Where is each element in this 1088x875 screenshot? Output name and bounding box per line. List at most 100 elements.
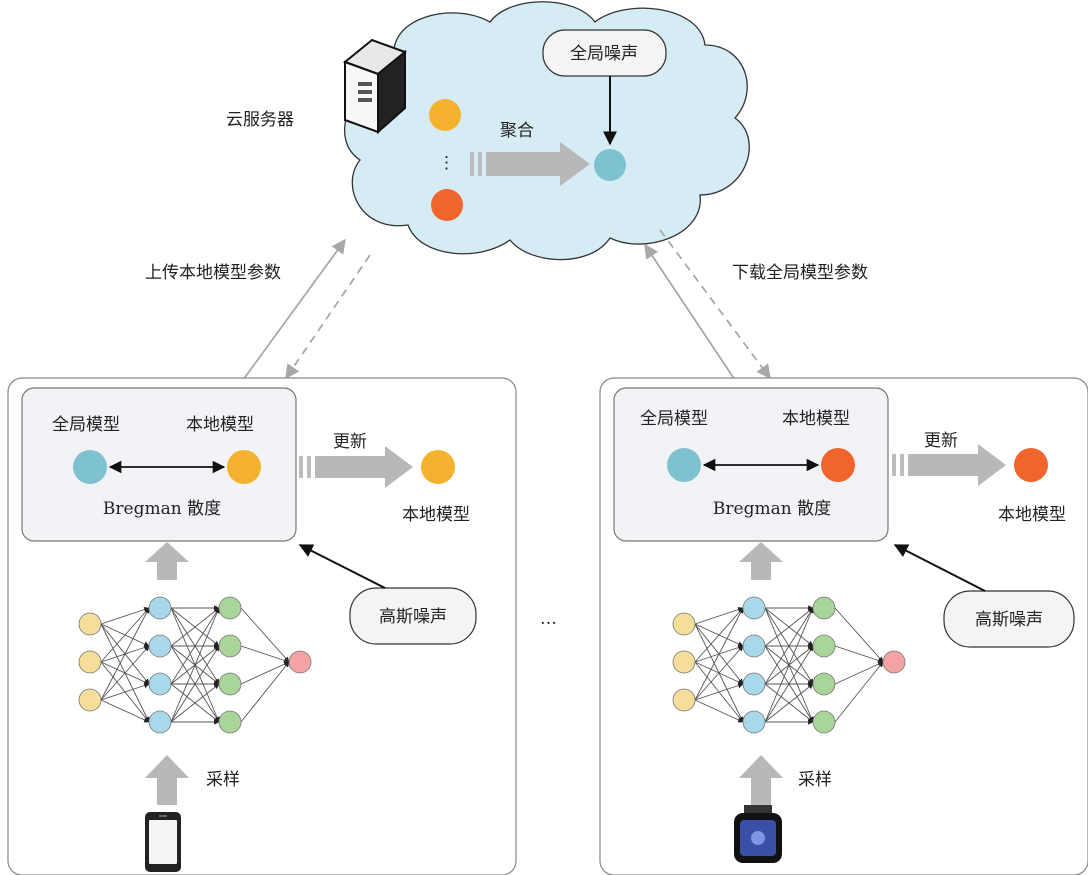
nn-connection xyxy=(100,607,150,701)
nn-hidden1-neuron xyxy=(742,634,766,658)
sampling-arrow xyxy=(145,755,189,805)
nn-hidden1-neuron xyxy=(148,596,172,620)
cloud-server-label: 云服务器 xyxy=(226,110,294,130)
nn-connection xyxy=(694,607,744,701)
client-panel-a: 全局模型 本地模型 Bregman 散度 更新 本地模型 高斯噪声 采样 xyxy=(7,377,517,875)
gaussian-noise-label: 高斯噪声 xyxy=(975,610,1043,630)
between-clients-ellipsis: … xyxy=(540,609,557,629)
updated-local-model-label: 本地模型 xyxy=(998,505,1066,525)
global-noise-label: 全局噪声 xyxy=(570,44,638,64)
cloud-local-model-node-b xyxy=(431,189,463,221)
sampling-label: 采样 xyxy=(206,770,240,790)
upload-label: 上传本地模型参数 xyxy=(145,263,281,283)
cloud-local-model-node-a xyxy=(429,99,461,131)
sampling-label: 采样 xyxy=(798,770,832,790)
cloud-global-model-node xyxy=(594,149,626,181)
gaussian-noise-bubble xyxy=(349,587,477,645)
nn-input-neuron xyxy=(78,650,102,674)
updated-local-model-node xyxy=(1014,448,1048,482)
nn-connection xyxy=(764,645,814,723)
nn-hidden1-neuron xyxy=(148,710,172,734)
sampling-arrow xyxy=(739,755,783,805)
nn-connection xyxy=(240,661,290,685)
update-label: 更新 xyxy=(924,431,958,451)
global-model-label: 全局模型 xyxy=(640,409,708,429)
nn-connection xyxy=(100,682,150,701)
nn-connection xyxy=(764,683,814,723)
cloud-ellipsis: ⋮ xyxy=(438,153,455,173)
nn-connection xyxy=(240,661,290,723)
nn-connection xyxy=(764,607,814,723)
nn-input-neuron xyxy=(672,612,696,636)
download-arrows xyxy=(644,229,771,381)
nn-connection xyxy=(170,607,220,685)
nn-input-neuron xyxy=(672,650,696,674)
local-model-node xyxy=(227,450,261,484)
update-label: 更新 xyxy=(333,432,367,452)
nn-connection xyxy=(170,683,220,723)
nn-hidden2-neuron xyxy=(218,672,242,696)
nn-hidden2-neuron xyxy=(812,672,836,696)
nn-connection xyxy=(100,699,150,723)
nn-hidden2-neuron xyxy=(812,710,836,734)
upload-arrows xyxy=(242,238,371,381)
update-arrow xyxy=(892,444,1006,486)
nn-connection xyxy=(240,607,290,663)
nn-connection xyxy=(834,645,884,664)
updated-local-model-node xyxy=(421,450,455,484)
nn-input-neuron xyxy=(78,688,102,712)
neural-network xyxy=(78,596,312,734)
gaussian-noise-bubble xyxy=(943,590,1075,648)
nn-connection xyxy=(764,607,814,685)
nn-hidden1-neuron xyxy=(742,710,766,734)
updated-local-model-label: 本地模型 xyxy=(402,505,470,525)
nn-connection xyxy=(100,606,150,625)
nn-hidden1-neuron xyxy=(742,596,766,620)
nn-connection xyxy=(240,645,290,664)
nn-hidden2-neuron xyxy=(218,596,242,620)
nn-connection xyxy=(100,607,150,663)
gaussian-noise-label: 高斯噪声 xyxy=(379,607,447,627)
nn-connection xyxy=(694,607,744,663)
global-model-node xyxy=(73,450,107,484)
local-model-label: 本地模型 xyxy=(186,415,254,435)
neural-network xyxy=(672,596,906,734)
nn-connection xyxy=(694,682,744,701)
client-panel-b: 全局模型 本地模型 Bregman 散度 更新 本地模型 高斯噪声 采样 xyxy=(599,377,1088,875)
nn-connection xyxy=(694,645,744,701)
update-arrow xyxy=(299,446,413,488)
nn-output-neuron xyxy=(288,650,312,674)
smartwatch-icon xyxy=(734,805,782,863)
nn-hidden1-neuron xyxy=(148,634,172,658)
nn-connection xyxy=(170,607,220,723)
aggregate-label: 聚合 xyxy=(500,121,534,141)
nn-input-neuron xyxy=(672,688,696,712)
up-arrow-to-box xyxy=(739,542,783,580)
gaussian-noise-arrow xyxy=(298,544,386,589)
nn-input-neuron xyxy=(78,612,102,636)
nn-connection xyxy=(100,645,150,701)
smartphone-icon xyxy=(145,812,181,872)
nn-hidden2-neuron xyxy=(812,596,836,620)
nn-hidden2-neuron xyxy=(812,634,836,658)
download-label: 下载全局模型参数 xyxy=(732,263,868,283)
gaussian-noise-arrow xyxy=(893,544,986,592)
nn-connection xyxy=(764,607,814,647)
divergence-label: Bregman 散度 xyxy=(713,499,831,519)
nn-connection xyxy=(170,645,220,723)
nn-hidden1-neuron xyxy=(742,672,766,696)
nn-connection xyxy=(694,606,744,625)
nn-hidden2-neuron xyxy=(218,710,242,734)
nn-hidden2-neuron xyxy=(218,634,242,658)
nn-output-neuron xyxy=(882,650,906,674)
global-model-node xyxy=(667,448,701,482)
aggregate-arrow xyxy=(470,142,590,186)
up-arrow-to-box xyxy=(145,542,189,580)
local-model-node xyxy=(821,448,855,482)
nn-connection xyxy=(170,607,220,647)
nn-connection xyxy=(694,699,744,723)
global-model-label: 全局模型 xyxy=(52,415,120,435)
global-noise-bubble xyxy=(542,29,667,77)
nn-connection xyxy=(834,607,884,663)
